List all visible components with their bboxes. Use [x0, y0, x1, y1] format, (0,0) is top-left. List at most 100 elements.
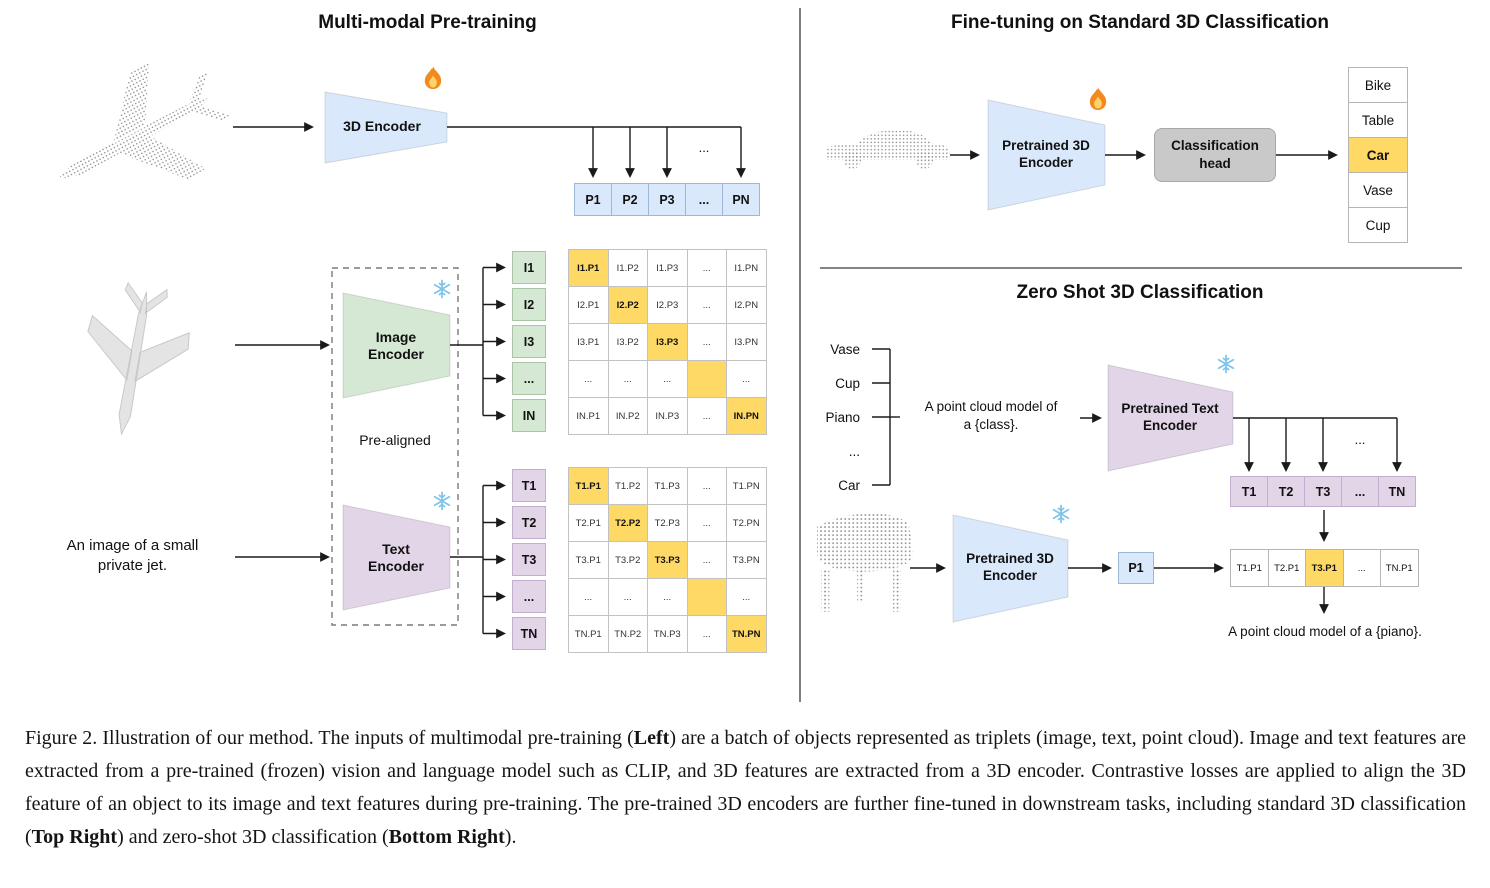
cell-Car: Car [838, 477, 860, 493]
flame-icon [424, 66, 442, 89]
cell-T1: T1 [512, 469, 546, 502]
caption-bold-segment: Left [633, 727, 670, 749]
matrix-cell-T3.P2: T3.P2 [608, 542, 648, 579]
matrix-cell-...: ... [727, 361, 767, 398]
pretrained-3d-encoder-zs-label: Pretrained 3D Encoder [966, 551, 1054, 583]
matrix-cell-T1.PN: T1.PN [727, 468, 767, 505]
airplane-point-cloud [28, 38, 248, 235]
matrix-cell-T1.P1: T1.P1 [569, 468, 609, 505]
cell-T3: T3 [1304, 476, 1342, 507]
cell-T1.P1: T1.P1 [1230, 549, 1269, 587]
car-point-cloud [826, 130, 950, 169]
diagram-canvas [28, 8, 1462, 702]
text-encoder-label: Text Encoder [367, 540, 424, 575]
matrix-cell-I2.PN: I2.PN [727, 287, 767, 324]
cell-Bike: Bike [1348, 67, 1408, 103]
caption-bold-segment: Top Right [31, 826, 118, 848]
matrix-cell-IN.P2: IN.P2 [608, 398, 648, 435]
matrix-cell-IN.PN: IN.PN [727, 398, 767, 435]
figure-caption: Figure 2. Illustration of our method. Th… [25, 722, 1466, 854]
3d-encoder-label: 3D Encoder [343, 118, 421, 135]
text-encoder-shape [342, 504, 451, 611]
cell-T3: T3 [512, 543, 546, 576]
matrix-cell-...: ... [727, 579, 767, 616]
cell-T1: T1 [1230, 476, 1268, 507]
matrix-cell-I3.P3: I3.P3 [648, 324, 688, 361]
matrix-cell-I1.P3: I1.P3 [648, 250, 688, 287]
prealigned-label: Pre-aligned [359, 432, 431, 448]
cell-I1: I1 [512, 251, 546, 284]
matrix-cell-T2.P2: T2.P2 [608, 505, 648, 542]
caption-segment: ) and zero-shot 3D classification ( [117, 826, 389, 848]
matrix-cell-I2.P2: I2.P2 [608, 287, 648, 324]
caption-bold-segment: Bottom Right [388, 826, 505, 848]
image-encoder-shape [342, 292, 451, 399]
matrix-cell-...: ... [687, 468, 727, 505]
caption-segment: ). [504, 826, 517, 848]
matrix-cell-T2.P1: T2.P1 [569, 505, 609, 542]
p1-feature-cell: P1 [1118, 552, 1154, 584]
matrix-cell-IN.P3: IN.P3 [648, 398, 688, 435]
matrix-cell-TN.P3: TN.P3 [648, 616, 688, 653]
matrix-cell-...: ... [608, 361, 648, 398]
matrix-cell-...: ... [569, 579, 609, 616]
flame-icon [1089, 87, 1107, 110]
snowflake-icon [433, 279, 451, 299]
pretrained-text-encoder-label: Pretrained Text Encoder [1121, 401, 1219, 433]
matrix-cell-...: ... [687, 250, 727, 287]
prompt-text: A point cloud model of a {class}. [924, 399, 1058, 432]
matrix-cell-...: ... [648, 579, 688, 616]
pretrained-3d-encoder-label: Pretrained 3D Encoder [1002, 138, 1090, 170]
caption-segment: ) are a batch of objects represented as … [25, 727, 1466, 848]
matrix-cell-I1.P1: I1.P1 [569, 250, 609, 287]
cell-Cup: Cup [1348, 207, 1408, 243]
cell-T3.P1: T3.P1 [1305, 549, 1344, 587]
matrix-cell-T1.P3: T1.P3 [648, 468, 688, 505]
matrix-cell-T2.PN: T2.PN [727, 505, 767, 542]
cell-Piano: Piano [825, 409, 860, 425]
classification-head: Classification head [1154, 128, 1276, 182]
ellipsis: ... [1354, 432, 1366, 447]
cell-T2: T2 [512, 506, 546, 539]
matrix-cell-diag [687, 361, 727, 398]
cell-Car: Car [1348, 137, 1408, 173]
cell-IN: IN [512, 399, 546, 432]
cell-Cup: Cup [835, 375, 860, 391]
matrix-cell-T2.P3: T2.P3 [648, 505, 688, 542]
cell-TN: TN [512, 617, 546, 650]
matrix-cell-I3.P2: I3.P2 [608, 324, 648, 361]
3d-encoder-shape [324, 91, 448, 164]
cell-...: ... [685, 183, 723, 216]
cell-P1: P1 [574, 183, 612, 216]
snowflake-icon [1052, 504, 1070, 524]
matrix-cell-...: ... [687, 287, 727, 324]
matrix-cell-I2.P3: I2.P3 [648, 287, 688, 324]
matrix-cell-diag [687, 579, 727, 616]
cell-P2: P2 [611, 183, 649, 216]
pretrained-3d-encoder-shape [987, 99, 1106, 211]
cell-...: ... [512, 580, 546, 613]
matrix-cell-...: ... [569, 361, 609, 398]
cell-...: ... [848, 443, 860, 459]
matrix-cell-T3.P1: T3.P1 [569, 542, 609, 579]
matrix-cell-T3.P3: T3.P3 [648, 542, 688, 579]
cell-PN: PN [722, 183, 760, 216]
pretrained-text-encoder-shape [1107, 364, 1234, 472]
matrix-cell-T3.PN: T3.PN [727, 542, 767, 579]
encoder-shapes [324, 91, 1234, 623]
matrix-cell-...: ... [648, 361, 688, 398]
matrix-cell-...: ... [687, 398, 727, 435]
matrix-cell-TN.P1: TN.P1 [569, 616, 609, 653]
snowflake-icon [1217, 354, 1235, 374]
matrix-cell-TN.PN: TN.PN [727, 616, 767, 653]
matrix-cell-TN.P2: TN.P2 [608, 616, 648, 653]
cell-I2: I2 [512, 288, 546, 321]
